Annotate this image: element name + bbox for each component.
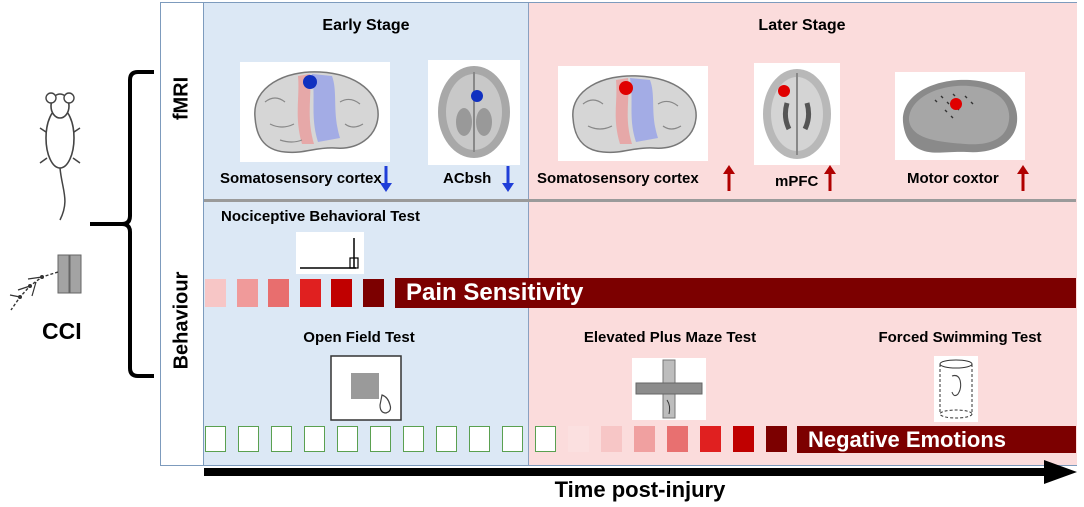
emotion-gradient-square [205,426,226,452]
pain-gradient-square [362,279,384,307]
fmri-row-label: fMRI [170,76,193,121]
emotion-gradient-square [304,426,325,452]
cci-label: CCI [42,318,82,344]
region-label-somatosensory-early: Somatosensory cortex [220,170,382,187]
emotion-gradient-square [271,426,292,452]
row-divider [204,199,1076,202]
time-axis-arrow [204,460,1077,484]
region-label-motor: Motor coxtor [907,170,999,187]
behaviour-row-label: Behaviour [170,271,193,370]
region-label-somatosensory-later: Somatosensory cortex [537,170,699,187]
nerve-ligature-illustration [9,254,82,311]
region-label-acbsh: ACbsh [443,170,492,187]
emotion-gradient-square [469,426,490,452]
elevated-plus-maze-image [632,358,706,420]
early-stage-title: Early Stage [322,17,410,34]
open-field-test-label: Open Field Test [303,329,415,346]
emotion-gradient-square [337,426,358,452]
pain-gradient-square [205,279,226,307]
region-label-mpfc: mPFC [775,173,819,190]
pain-gradient-square [268,279,289,307]
pain-gradient-square [331,279,352,307]
up-arrow-icon [722,164,736,197]
up-arrow-icon [823,164,837,197]
von-frey-test-image [296,232,364,274]
emotion-gradient-square [667,426,688,452]
elevated-plus-maze-label: Elevated Plus Maze Test [583,329,757,346]
emotion-gradient-square [601,426,622,452]
brain-lateral-later-image [558,66,708,161]
pain-sensitivity-bar [395,278,1076,308]
brain-3d-motor-image [895,72,1025,160]
emotion-gradient-square [700,426,721,452]
open-field-test-image [330,355,402,421]
down-arrow-icon [501,165,515,198]
brain-lateral-early-image [240,62,390,162]
later-stage-title: Later Stage [758,17,846,34]
emotion-gradient-square [535,426,556,452]
time-axis-label: Time post-injury [554,477,726,502]
pain-gradient-square [236,279,258,307]
emotion-gradient-square [502,426,523,452]
brain-axial-mpfc-image [754,63,840,165]
forced-swimming-test-label: Forced Swimming Test [878,329,1042,346]
emotion-gradient-square [238,426,259,452]
down-arrow-icon [379,165,393,198]
rat-illustration [39,92,81,221]
pain-gradient-square [299,279,321,307]
negative-emotions-label: Negative Emotions [808,427,1007,452]
emotion-gradient-square [766,426,787,452]
emotion-gradient-square [733,426,754,452]
nociceptive-test-label: Nociceptive Behavioral Test [221,208,420,225]
emotion-gradient-square [634,426,655,452]
brain-axial-early-image [428,60,520,165]
row-label-column [161,3,204,465]
brace [90,70,154,378]
emotion-gradient-square [568,426,589,452]
pain-sensitivity-label: Pain Sensitivity [406,279,584,306]
emotion-gradient-square [436,426,457,452]
up-arrow-icon [1016,164,1030,197]
emotion-gradient-square [370,426,391,452]
emotion-gradient-square [403,426,424,452]
negative-emotions-bar [797,426,1076,453]
forced-swimming-test-image [934,356,978,422]
